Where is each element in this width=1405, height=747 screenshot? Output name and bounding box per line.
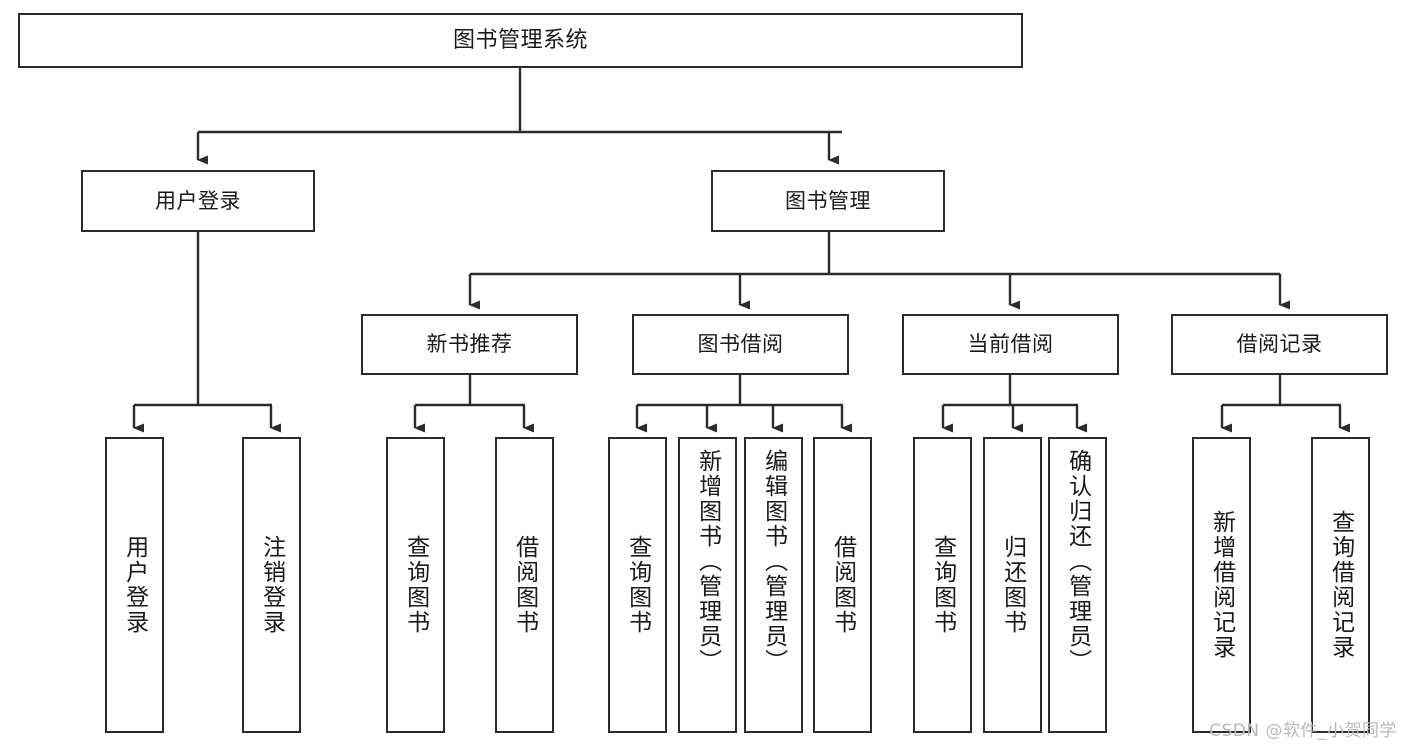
node-label-leaf-user-login: 用户登录 bbox=[121, 535, 148, 635]
node-label-book-management: 图书管理 bbox=[785, 188, 871, 213]
node-user-login[interactable]: 用户登录 bbox=[81, 170, 315, 232]
node-book-management[interactable]: 图书管理 bbox=[711, 170, 945, 232]
node-label-leaf-query-book-1: 查询图书 bbox=[402, 535, 429, 635]
watermark-text: CSDN @软件_小贺同学 bbox=[1209, 721, 1397, 741]
node-book-borrow[interactable]: 图书借阅 bbox=[632, 314, 849, 375]
node-label-book-borrow: 图书借阅 bbox=[697, 332, 784, 357]
node-label-leaf-confirm-return-admin: 确认归还（管理员） bbox=[1064, 449, 1091, 674]
node-leaf-return-book[interactable]: 归还图书 bbox=[983, 437, 1042, 733]
node-label-leaf-borrow-book-1: 借阅图书 bbox=[511, 535, 538, 635]
node-label-leaf-query-book-2: 查询图书 bbox=[624, 535, 651, 635]
node-leaf-confirm-return-admin[interactable]: 确认归还（管理员） bbox=[1048, 437, 1107, 733]
node-leaf-add-borrow-record[interactable]: 新增借阅记录 bbox=[1192, 437, 1251, 733]
node-label-borrow-record: 借阅记录 bbox=[1236, 332, 1323, 357]
node-leaf-query-book-3[interactable]: 查询图书 bbox=[913, 437, 972, 733]
node-label-leaf-borrow-book-2: 借阅图书 bbox=[829, 535, 856, 635]
node-label-leaf-edit-book-admin: 编辑图书（管理员） bbox=[760, 449, 787, 674]
node-label-leaf-return-book: 归还图书 bbox=[999, 535, 1026, 635]
node-label-current-borrow: 当前借阅 bbox=[967, 332, 1054, 357]
node-label-user-login: 用户登录 bbox=[155, 188, 241, 213]
node-leaf-logout-login[interactable]: 注销登录 bbox=[242, 437, 301, 733]
node-label-leaf-query-book-3: 查询图书 bbox=[929, 535, 956, 635]
node-borrow-record[interactable]: 借阅记录 bbox=[1171, 314, 1388, 375]
node-label-leaf-query-borrow-record: 查询借阅记录 bbox=[1327, 510, 1354, 660]
node-leaf-add-book-admin[interactable]: 新增图书（管理员） bbox=[678, 437, 737, 733]
node-root-system[interactable]: 图书管理系统 bbox=[18, 13, 1023, 68]
node-label-root: 图书管理系统 bbox=[452, 27, 588, 53]
node-leaf-borrow-book-1[interactable]: 借阅图书 bbox=[495, 437, 554, 733]
node-label-leaf-logout-login: 注销登录 bbox=[258, 535, 285, 635]
node-leaf-user-login[interactable]: 用户登录 bbox=[105, 437, 164, 733]
node-label-new-book-recommend: 新书推荐 bbox=[426, 332, 513, 357]
node-leaf-edit-book-admin[interactable]: 编辑图书（管理员） bbox=[744, 437, 803, 733]
node-leaf-borrow-book-2[interactable]: 借阅图书 bbox=[813, 437, 872, 733]
node-new-book-recommend[interactable]: 新书推荐 bbox=[361, 314, 578, 375]
node-leaf-query-book-2[interactable]: 查询图书 bbox=[608, 437, 667, 733]
node-leaf-query-book-1[interactable]: 查询图书 bbox=[386, 437, 445, 733]
node-current-borrow[interactable]: 当前借阅 bbox=[902, 314, 1119, 375]
node-label-leaf-add-borrow-record: 新增借阅记录 bbox=[1208, 510, 1235, 660]
node-label-leaf-add-book-admin: 新增图书（管理员） bbox=[694, 449, 721, 674]
node-leaf-query-borrow-record[interactable]: 查询借阅记录 bbox=[1311, 437, 1370, 733]
